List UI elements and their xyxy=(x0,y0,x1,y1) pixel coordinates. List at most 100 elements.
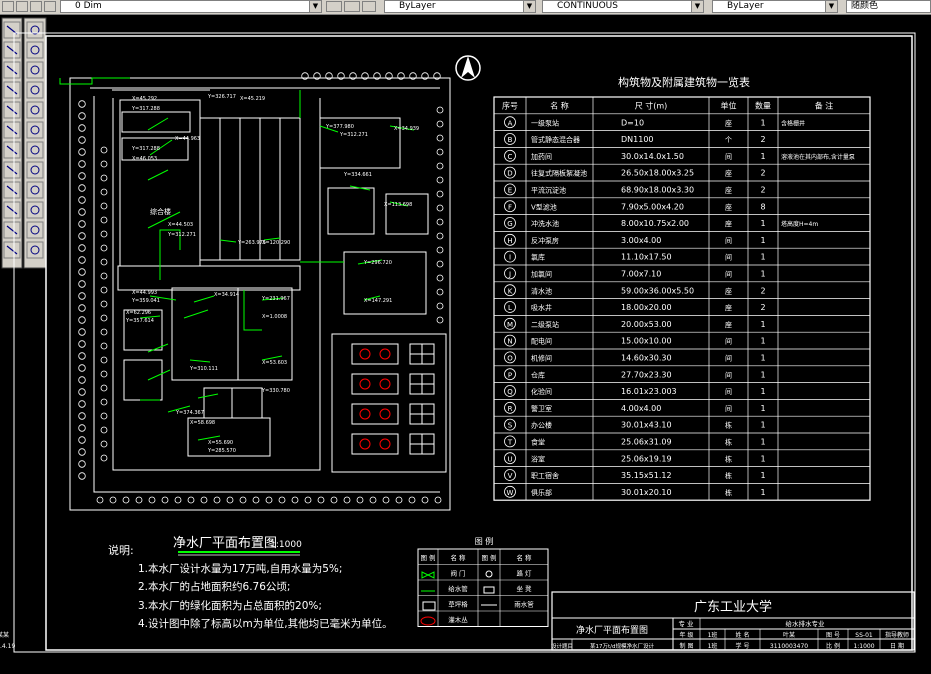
table-cell-unit: 栋 xyxy=(725,421,732,430)
tree xyxy=(356,496,364,504)
tree xyxy=(100,216,108,224)
table-cell-qty: 1 xyxy=(760,454,765,463)
tree xyxy=(436,274,444,282)
table-cell-size: D=10 xyxy=(621,118,644,127)
table-cell-name: 反冲泵房 xyxy=(531,236,559,245)
pump-station xyxy=(203,387,263,419)
table-cell-qty: 1 xyxy=(760,488,765,497)
draw-tool-icon[interactable] xyxy=(26,201,44,219)
building-block xyxy=(385,193,429,235)
tree xyxy=(436,302,444,310)
coordinate-label: X=55.690 xyxy=(208,440,233,446)
layer-iso-icon[interactable] xyxy=(344,1,360,12)
table-cell-id: A xyxy=(508,119,513,127)
tb-cell: 1班 xyxy=(708,631,718,639)
table-header-cell: 序号 xyxy=(502,101,518,111)
tree xyxy=(78,328,86,336)
tb-cell: 比 例 xyxy=(826,642,840,650)
tree xyxy=(78,196,86,204)
table-header-cell: 备 注 xyxy=(815,101,834,111)
coordinate-label: Y=312.271 xyxy=(339,132,368,138)
table-cell-name: V型滤池 xyxy=(531,202,557,211)
draw-tool-icon[interactable] xyxy=(26,181,44,199)
tree xyxy=(78,412,86,420)
coordinate-label: X=46.053 xyxy=(132,156,157,162)
table-cell-name: 往复式隔板絮凝池 xyxy=(531,169,587,178)
match-properties-icon[interactable] xyxy=(326,1,342,12)
coordinate-label: X=44.963 xyxy=(175,136,200,142)
tb-cell: 日 期 xyxy=(890,642,904,650)
court xyxy=(351,373,399,395)
table-cell-note: 含格栅井 xyxy=(781,119,805,127)
tree-rows xyxy=(78,72,444,504)
draw-tool-icon[interactable] xyxy=(26,101,44,119)
draw-tool-icon[interactable] xyxy=(26,81,44,99)
tool-glyph xyxy=(6,245,18,255)
lineweight-dropdown[interactable]: ByLayer ▼ xyxy=(712,0,838,13)
table-cell-unit: 座 xyxy=(725,169,732,178)
table-cell-name: 二级泵站 xyxy=(531,320,559,329)
draw-tool-icon[interactable] xyxy=(26,241,44,259)
draw-tool-icon[interactable] xyxy=(26,61,44,79)
coordinate-label: Y=334.661 xyxy=(343,172,372,178)
chevron-down-icon[interactable]: ▼ xyxy=(309,1,321,12)
make-current-icon[interactable] xyxy=(44,1,56,12)
tree xyxy=(78,436,86,444)
lineweight-dropdown-value: ByLayer xyxy=(727,1,764,11)
coordinate-labels: X=45.292Y=317.288X=44.963Y=317.288X=46.0… xyxy=(125,94,419,454)
coordinate-label: X=62.296 xyxy=(126,310,151,316)
row-id-circle xyxy=(504,217,516,229)
linetype-dropdown[interactable]: CONTINUOUS ▼ xyxy=(542,0,704,13)
row-id-circle xyxy=(504,435,516,448)
tb-cell: 姓 名 xyxy=(736,631,750,639)
draw-tool-icon[interactable] xyxy=(26,161,44,179)
layer-state-icon[interactable] xyxy=(30,1,42,12)
coordinate-label: Y=359.041 xyxy=(131,298,160,304)
linetype-dropdown-value: CONTINUOUS xyxy=(557,1,618,11)
row-id-circle xyxy=(504,166,516,179)
tree xyxy=(421,72,429,80)
tree xyxy=(78,232,86,240)
building-block xyxy=(121,111,191,133)
table-cell-qty: 1 xyxy=(760,387,765,396)
tree xyxy=(100,426,108,434)
tree xyxy=(78,316,86,324)
table-cell-name: 加氯间 xyxy=(531,270,552,279)
row-id-circle xyxy=(504,317,516,330)
row-id-circle xyxy=(504,485,516,498)
table-cell-unit: 间 xyxy=(725,355,732,363)
tree xyxy=(317,496,325,504)
color-dropdown[interactable]: ByLayer ▼ xyxy=(384,0,536,13)
coordinate-label: Y=377.980 xyxy=(325,124,354,130)
chevron-down-icon[interactable]: ▼ xyxy=(523,1,535,12)
table-cell-size: 7.00x7.10 xyxy=(621,270,661,279)
draw-tool-icon[interactable] xyxy=(26,21,44,39)
table-cell-id: W xyxy=(507,489,514,497)
layer-previous-icon[interactable] xyxy=(16,1,28,12)
chevron-down-icon[interactable]: ▼ xyxy=(825,1,837,12)
table-cell-qty: 1 xyxy=(760,118,765,127)
table-cell-name: 加药间 xyxy=(531,152,552,161)
tree xyxy=(78,148,86,156)
table-cell-qty: 1 xyxy=(760,253,765,262)
layer-walk-icon[interactable] xyxy=(362,1,376,12)
draw-tool-icon[interactable] xyxy=(26,121,44,139)
table-cell-id: N xyxy=(507,338,512,346)
draw-tool-icon[interactable] xyxy=(26,221,44,239)
tool-glyph xyxy=(30,125,40,135)
draw-tool-icon[interactable] xyxy=(26,141,44,159)
lawn-symbol xyxy=(422,601,436,611)
table-cell-id: M xyxy=(507,321,513,329)
chevron-down-icon[interactable]: ▼ xyxy=(691,1,703,12)
layer-manager-icon[interactable] xyxy=(2,1,14,12)
table-cell-unit: 栋 xyxy=(725,488,732,497)
row-id-circle xyxy=(504,351,516,364)
layer-dropdown[interactable]: 0 Dim ▼ xyxy=(60,0,322,13)
tree xyxy=(436,134,444,142)
university-name: 广东工业大学 xyxy=(694,599,772,615)
table-cell-id: E xyxy=(508,187,512,195)
tool-icons[interactable] xyxy=(3,21,44,259)
draw-tool-icon[interactable] xyxy=(26,41,44,59)
